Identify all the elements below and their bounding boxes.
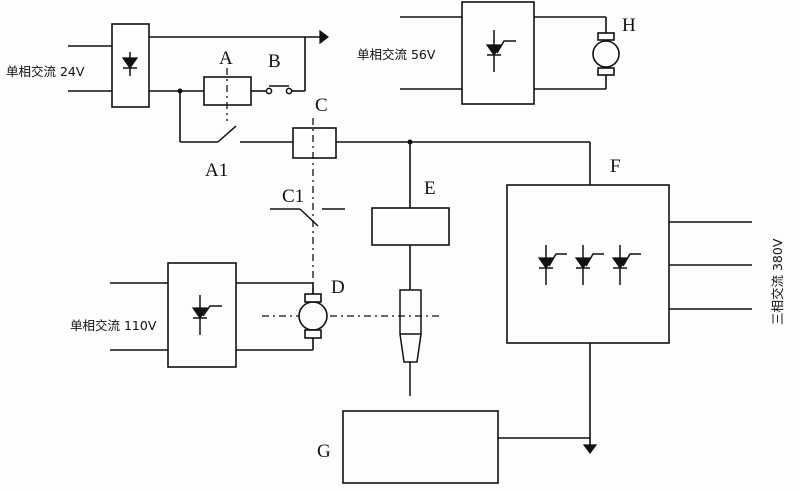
block-g — [343, 411, 590, 483]
motor-d — [299, 283, 327, 350]
rectifier-24v — [68, 24, 328, 107]
source-110v-label: 单相交流 110V — [70, 318, 157, 333]
source-56v-label: 单相交流 56V — [357, 47, 436, 62]
label-b: B — [268, 51, 281, 72]
label-f: F — [610, 156, 621, 177]
label-a1: A1 — [205, 160, 228, 181]
label-d: D — [331, 277, 345, 298]
label-c1: C1 — [282, 186, 304, 207]
label-h: H — [622, 15, 636, 36]
label-a: A — [219, 48, 233, 69]
source-24v-label: 单相交流 24V — [6, 64, 85, 79]
source-380v-label: 三相交流 380V — [770, 238, 785, 325]
contact-c1 — [270, 209, 345, 226]
label-e: E — [424, 178, 436, 199]
controller-110v — [110, 263, 313, 367]
label-g: G — [317, 441, 331, 462]
relay-a — [178, 68, 267, 121]
motor-h — [593, 17, 619, 89]
block-e — [372, 142, 449, 396]
label-c: C — [315, 95, 328, 116]
controller-f — [507, 142, 752, 453]
